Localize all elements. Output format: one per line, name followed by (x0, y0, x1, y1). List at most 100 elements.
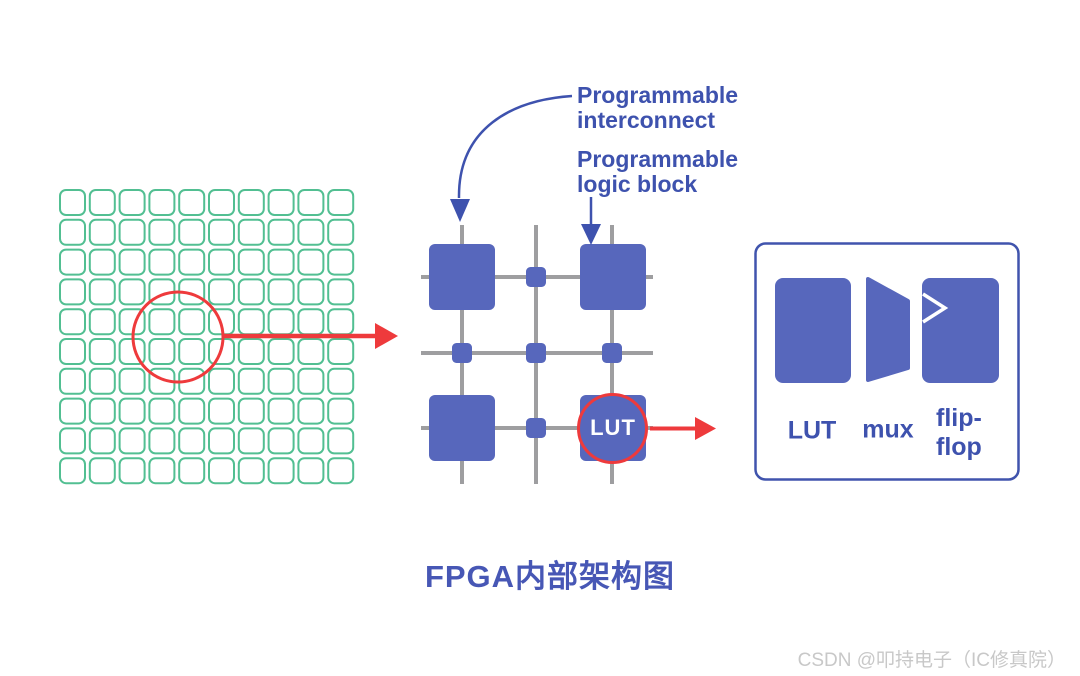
logic-block-pointer-head (581, 224, 601, 245)
fpga-cell (208, 397, 235, 425)
fpga-cell (297, 457, 325, 485)
fpga-cell (267, 308, 295, 336)
fpga-cell (59, 367, 86, 395)
fpga-cell (297, 397, 325, 425)
fpga-cell (237, 308, 265, 336)
fpga-cell (327, 248, 355, 276)
fpga-cell (178, 397, 206, 425)
mux-shape (866, 277, 910, 382)
fpga-cell (267, 457, 295, 485)
detail-mux-label: mux (862, 415, 914, 444)
fpga-cell (59, 427, 86, 455)
fpga-cell (59, 189, 86, 216)
fpga-cell (297, 248, 325, 276)
fpga-cell (267, 397, 295, 425)
diagram-title: FPGA内部架构图 (424, 559, 676, 594)
fpga-cell (148, 397, 176, 425)
fpga-cell (88, 189, 116, 216)
fpga-cell (59, 278, 86, 306)
fpga-cell (118, 457, 146, 485)
fpga-cell (327, 218, 355, 246)
logic-block-callout-label: Programmable logic block (577, 146, 739, 197)
fpga-cell (118, 218, 146, 246)
detail-flipflop-label: flip-flop (936, 404, 982, 461)
fpga-cell (118, 397, 146, 425)
programmable-logic-blocks (429, 244, 646, 461)
fpga-cell (118, 278, 146, 306)
fpga-cell (148, 248, 176, 276)
interconnect-switch-boxes (452, 267, 622, 438)
fpga-cell (118, 189, 146, 216)
fpga-cell (267, 248, 295, 276)
fpga-cell (297, 427, 325, 455)
fpga-cell (237, 397, 265, 425)
zoom-arrow-icon (223, 323, 398, 349)
fpga-cell (178, 338, 206, 365)
fpga-cell (178, 218, 206, 246)
fpga-cell (237, 218, 265, 246)
fpga-cell (297, 308, 325, 336)
fpga-cell (88, 338, 116, 365)
fpga-cell (148, 338, 176, 365)
interconnect-pointer-curve (457, 94, 573, 199)
interconnect-pointer-arrow-icon (450, 94, 573, 222)
fpga-cell (297, 338, 325, 365)
fpga-cell (327, 308, 355, 336)
fpga-cell (208, 457, 235, 485)
fpga-cell (208, 427, 235, 455)
lut-shape (775, 278, 851, 383)
fpga-cell (327, 367, 355, 395)
fpga-cell (267, 189, 295, 216)
fpga-cell (118, 427, 146, 455)
fpga-cell (148, 457, 176, 485)
fpga-cell (327, 427, 355, 455)
fpga-cell (237, 278, 265, 306)
fpga-cell (148, 218, 176, 246)
fpga-cell (118, 248, 146, 276)
fpga-cell (59, 397, 86, 425)
fpga-cell (327, 457, 355, 485)
fpga-cell (237, 427, 265, 455)
fpga-cell (59, 248, 86, 276)
fpga-cell-array (59, 189, 355, 485)
fpga-cell (267, 218, 295, 246)
fpga-cell (267, 427, 295, 455)
fpga-cell (208, 248, 235, 276)
interconnect-callout-label: Programmable interconnect (577, 82, 739, 133)
fpga-cell (267, 278, 295, 306)
zoom-arrow-head (375, 323, 398, 349)
fpga-cell (88, 457, 116, 485)
interconnect-pointer-head (450, 199, 470, 222)
fpga-cell (267, 367, 295, 395)
fpga-cell (59, 308, 86, 336)
logic-block (580, 244, 646, 310)
fpga-cell (178, 308, 206, 336)
switch-box (602, 343, 622, 363)
lut-detail-arrow-icon (650, 417, 716, 440)
fpga-cell (267, 338, 295, 365)
fpga-cell (148, 308, 176, 336)
fpga-cell (88, 397, 116, 425)
fpga-cell (208, 278, 235, 306)
fpga-cell (297, 278, 325, 306)
fpga-cell (237, 248, 265, 276)
fpga-cell (59, 218, 86, 246)
fpga-cell (237, 338, 265, 365)
fpga-cell (88, 308, 116, 336)
fpga-cell (208, 367, 235, 395)
fpga-cell (88, 218, 116, 246)
fpga-cell (59, 338, 86, 365)
logic-block (429, 244, 495, 310)
watermark-text: CSDN @叩持电子（IC修真院） (797, 650, 1066, 671)
logic-block (429, 395, 495, 461)
fpga-cell (118, 367, 146, 395)
fpga-cell (327, 278, 355, 306)
fpga-cell (148, 427, 176, 455)
fpga-cell (178, 189, 206, 216)
fpga-cell (88, 427, 116, 455)
switch-box (526, 267, 546, 287)
fpga-cell (327, 397, 355, 425)
zoom-highlight-circle (131, 290, 225, 384)
lut-block-label: LUT (590, 415, 636, 440)
lut-highlight-circle (577, 393, 648, 464)
